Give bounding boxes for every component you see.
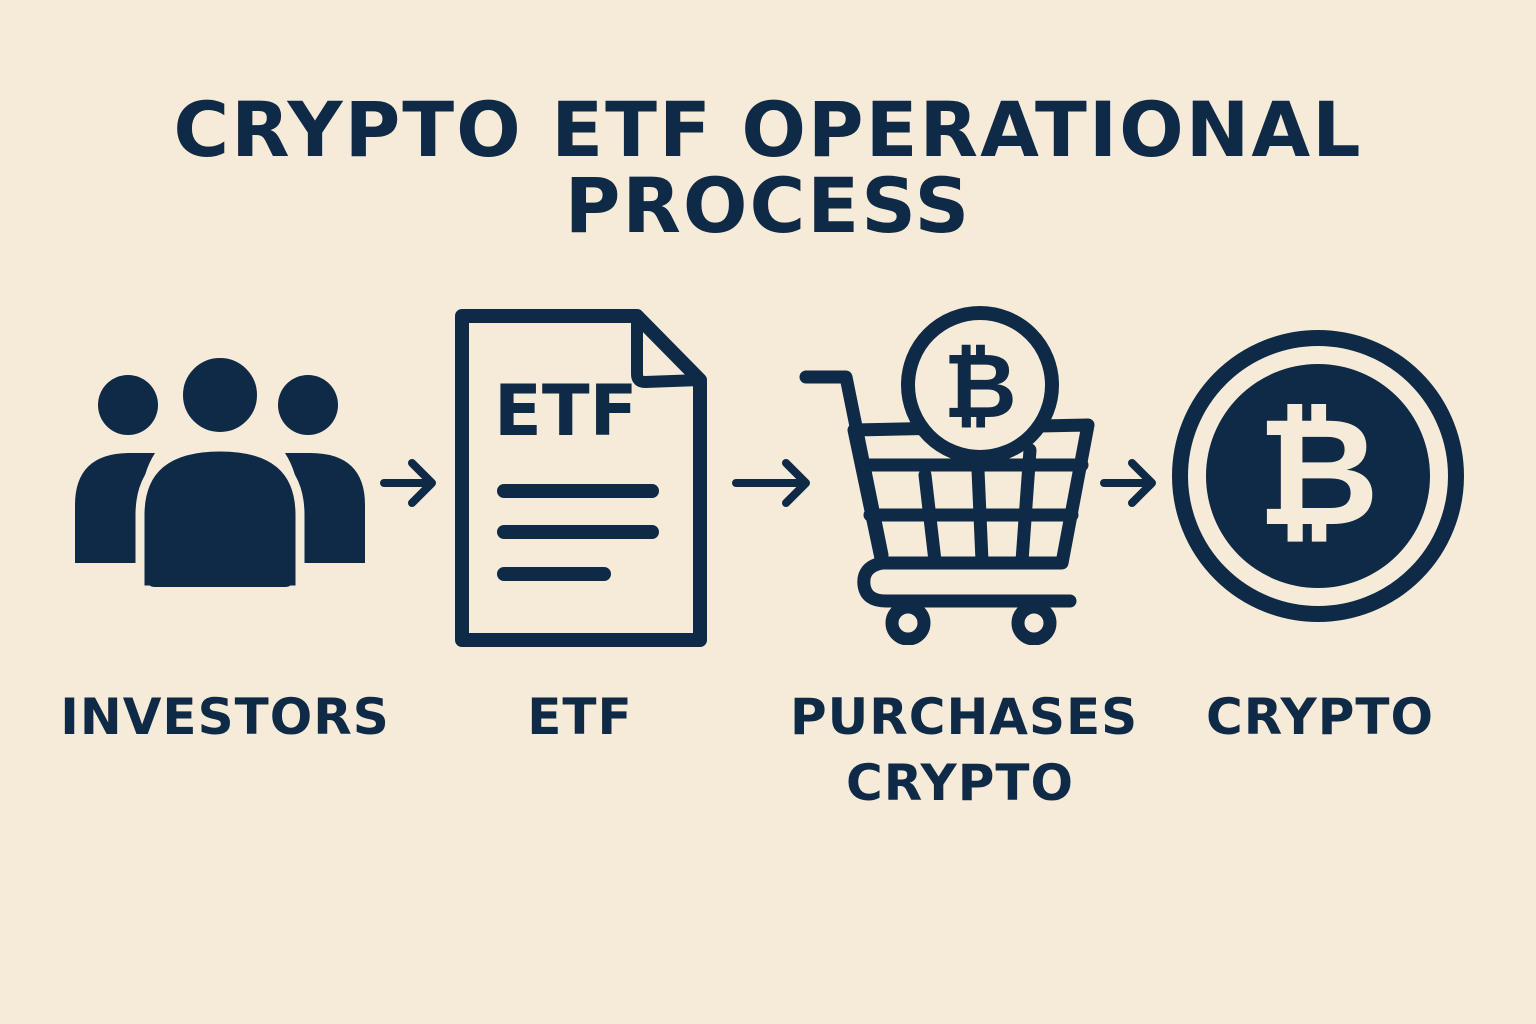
step-label-crypto: CRYPTO bbox=[1206, 688, 1434, 746]
shopping-cart-bitcoin-icon: ₿ bbox=[799, 306, 1095, 645]
svg-text:₿: ₿ bbox=[1257, 386, 1379, 560]
investors-group-icon bbox=[75, 355, 365, 590]
bitcoin-coin-icon: ₿ bbox=[1172, 330, 1464, 622]
arrow-right-icon bbox=[380, 459, 436, 507]
bitcoin-symbol-icon: ₿ bbox=[943, 334, 1016, 439]
etf-document-icon bbox=[455, 309, 707, 647]
diagram-title: CRYPTO ETF OPERATIONAL PROCESS bbox=[173, 85, 1363, 250]
etf-document-text: ETF bbox=[494, 370, 638, 452]
arrow-right-icon bbox=[732, 459, 810, 507]
step-label-etf: ETF bbox=[527, 688, 633, 746]
step-label-investors: INVESTORS bbox=[60, 688, 390, 746]
arrow-right-icon bbox=[1100, 459, 1156, 507]
step-label-purchases-crypto: PURCHASES CRYPTO bbox=[790, 688, 1139, 812]
